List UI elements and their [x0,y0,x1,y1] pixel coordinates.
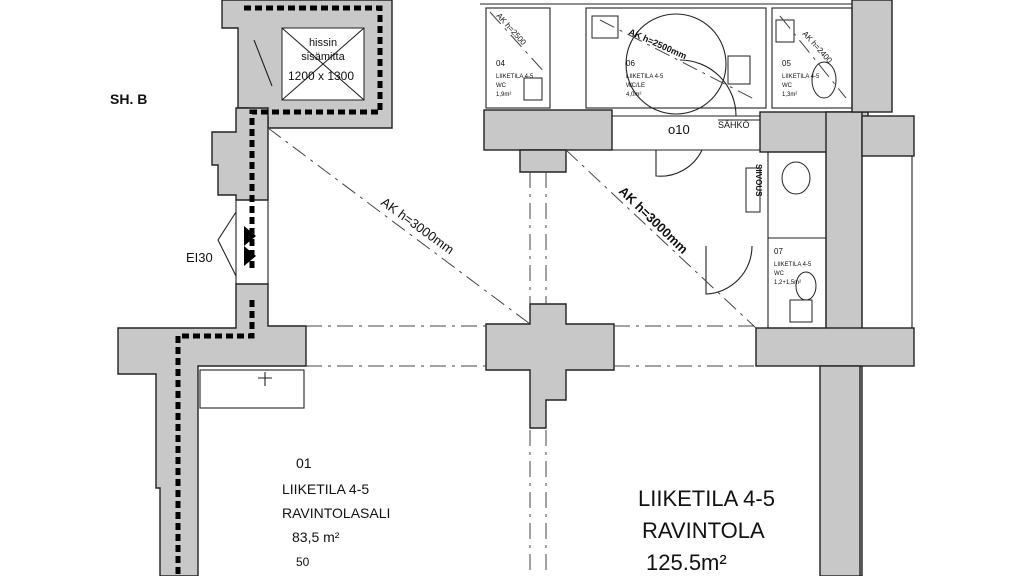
labels: SH. B hissin sisämitta 1200 x 1300 EI30 … [110,11,834,575]
beam-corridor-diagonal [565,149,757,329]
room-06-number: 06 [626,59,635,68]
room-05-outline [771,7,853,109]
wall-left-mid [117,283,307,576]
wc-sink-07 [789,299,813,323]
door-swing-corridor [655,149,703,177]
wc-sink-05 [775,19,795,43]
room-07-number: 07 [774,247,783,256]
door-elevator [253,39,273,87]
beam-main-diagonal [267,127,531,325]
beam-wc04-diag [489,11,547,75]
wall-right-column-low [819,365,861,576]
wc-bowl-07b [795,271,817,301]
elevator-line1: hissin [309,37,337,49]
room-04-number: 04 [496,59,505,68]
room-06-area: 4,0m² [626,92,641,98]
elevator-line2: sisämitta [301,51,345,63]
escape-arrow-icon [244,246,256,266]
corridor-code: o10 [668,122,690,137]
room-01-area: 83,5 m² [292,529,340,545]
room-04-line2: WC [496,83,507,89]
big-room-line2: RAVINTOLA [642,518,765,543]
room-07-line2: WC [774,271,785,277]
room-01-extra: 50 [296,555,310,569]
big-room-line1: LIIKETILA 4-5 [638,486,775,511]
room-01-number: 01 [296,455,312,471]
elevator-size: 1200 x 1300 [288,69,354,83]
room-06-outline [585,7,767,109]
wall-top-right [483,109,613,151]
ak-main-diagonal: AK h=3000mm [378,194,457,257]
wall-right-edge [861,115,915,157]
room-07-outline [767,151,827,329]
wall-left-upper [211,107,269,201]
room-05-line1: LIIKETILA 4-5 [782,74,820,80]
door-rating-label: EI30 [186,250,213,265]
stair-label: SH. B [110,91,147,107]
door-swing-wc06 [679,59,737,117]
turning-circle [625,13,727,115]
counter-box [199,369,305,409]
wc-bowl-06 [591,15,619,39]
ak-small-04: AK h=2500 [495,11,529,47]
room-04-outline [485,7,551,109]
beam-lines [267,11,847,576]
escape-arrow-icon-2 [244,226,256,246]
wc-bowl-05 [811,61,837,99]
elevator-cross-2 [281,27,365,101]
ak-corridor-diagonal: AK h=3000mm [616,183,691,256]
room-04-area: 1,9m² [496,92,511,98]
wall-right-top-post [851,0,893,113]
wc-sink-06 [727,55,751,85]
room-01-line2: RAVINTOLASALI [282,505,390,521]
ak-wc-room: AK h=2500mm [627,27,688,61]
room-04-line1: LIIKETILA 4-5 [496,74,534,80]
corridor-tag: SÄHKÖ [718,120,750,130]
door-ei30-left [217,211,237,277]
wc-bowl-07a [781,161,811,195]
outlet-symbol [258,372,272,386]
room-07-line1: LIIKETILA 4-5 [774,262,812,268]
central-column [485,303,615,429]
room-05-area: 1,3m² [782,92,797,98]
door-swing-right [705,245,753,295]
beam-wc06-diag [599,19,757,101]
doors [217,13,760,295]
wall-right-lower [755,327,915,367]
cleaning-sink [745,167,761,213]
room-06-line2: WC/LE [626,83,645,89]
escape-route-line [175,5,383,576]
fixtures [258,15,837,386]
big-room-area: 125.5m² [646,550,727,575]
room-07-area: 1,2+1,5m² [774,280,801,286]
escape-route [175,5,383,576]
walls [117,0,915,576]
wc-sink-04 [523,77,543,101]
room-05-number: 05 [782,59,791,68]
room-05-line2: WC [782,83,793,89]
partitions [199,3,913,409]
room-06-line1: LIIKETILA 4-5 [626,74,664,80]
wall-column-mid-top [519,149,567,173]
side-tag: SIIVOUS [754,164,763,197]
room-01-line1: LIIKETILA 4-5 [282,481,369,497]
